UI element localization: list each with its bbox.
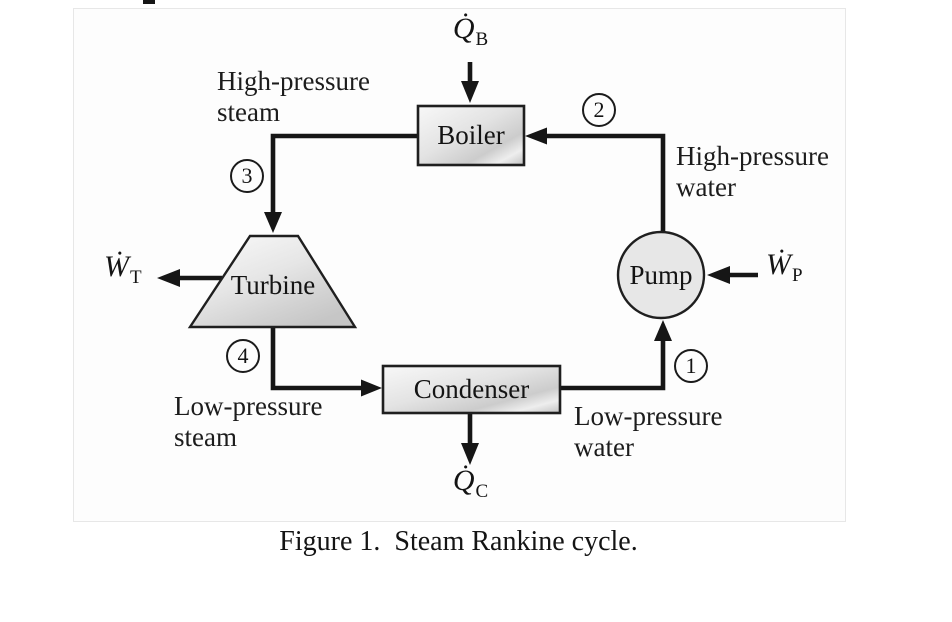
condenser-heat-symbol: Q̇ (452, 464, 475, 497)
turbine-work-label: ẆT (104, 250, 142, 288)
turbine-work-symbol: Ẇ (104, 250, 129, 283)
low-pressure-steam-line1: Low-pressure (174, 391, 323, 421)
boiler-label: Boiler (437, 120, 505, 150)
state-circle-1 (674, 349, 708, 383)
arrowhead-heat-out (461, 443, 479, 465)
boiler-heat-subscript: B (475, 29, 489, 50)
low-pressure-water-line1: Low-pressure (574, 401, 723, 431)
state-label-1: 1 (685, 353, 697, 378)
pipe-condenser-to-pump (560, 336, 666, 391)
condenser-box (381, 364, 562, 415)
boiler-heat-symbol: Q̇ (452, 12, 475, 45)
cropped-text-fragment (143, 0, 155, 4)
arrowhead-work-pump (707, 266, 730, 284)
arrowhead-turbine-inlet (264, 212, 282, 233)
state-label-2: 2 (593, 97, 605, 122)
arrowhead-pump-inlet (654, 320, 672, 341)
pump-work-symbol: Ẇ (766, 248, 791, 281)
figure-frame (73, 8, 846, 522)
pipe-pump-to-boiler (546, 133, 666, 232)
state-circle-2 (582, 93, 616, 127)
condenser-heat-label: Q̇C (437, 464, 503, 502)
boiler-box (416, 104, 526, 167)
high-pressure-steam-line1: High-pressure (217, 66, 370, 96)
state-label-4: 4 (237, 343, 249, 368)
low-pressure-steam-line2: steam (174, 422, 237, 452)
arrowhead-heat-in (461, 81, 479, 103)
low-pressure-steam-label: Low-pressure steam (174, 391, 322, 453)
arrowhead-condenser-inlet (361, 379, 382, 397)
state-circle-4 (226, 339, 260, 373)
high-pressure-water-label: High-pressure water (676, 141, 829, 203)
pipe-boiler-to-turbine (270, 133, 418, 221)
arrowhead-work-turbine (157, 269, 180, 287)
state-label-3: 3 (241, 163, 253, 188)
high-pressure-steam-line2: steam (217, 97, 280, 127)
arrowhead-boiler-inlet (525, 127, 547, 145)
low-pressure-water-line2: water (574, 432, 634, 462)
turbine-shape (187, 234, 358, 329)
high-pressure-water-line1: High-pressure (676, 141, 829, 171)
high-pressure-water-line2: water (676, 172, 736, 202)
pump-work-label: ẆP (766, 248, 803, 286)
low-pressure-water-label: Low-pressure water (574, 401, 722, 463)
boiler-heat-label: Q̇B (437, 12, 503, 50)
condenser-heat-subscript: C (475, 481, 489, 502)
condenser-label: Condenser (413, 374, 530, 404)
turbine-work-subscript: T (130, 267, 142, 288)
turbine-label: Turbine (230, 269, 316, 300)
high-pressure-steam-label: High-pressure steam (217, 66, 370, 128)
state-circle-3 (230, 159, 264, 193)
pump-work-subscript: P (792, 265, 803, 286)
figure-caption: Figure 1. Steam Rankine cycle. (279, 526, 638, 557)
pump-label: Pump (629, 259, 693, 290)
pump-circle (616, 230, 706, 320)
pipe-turbine-to-condenser (270, 327, 362, 391)
